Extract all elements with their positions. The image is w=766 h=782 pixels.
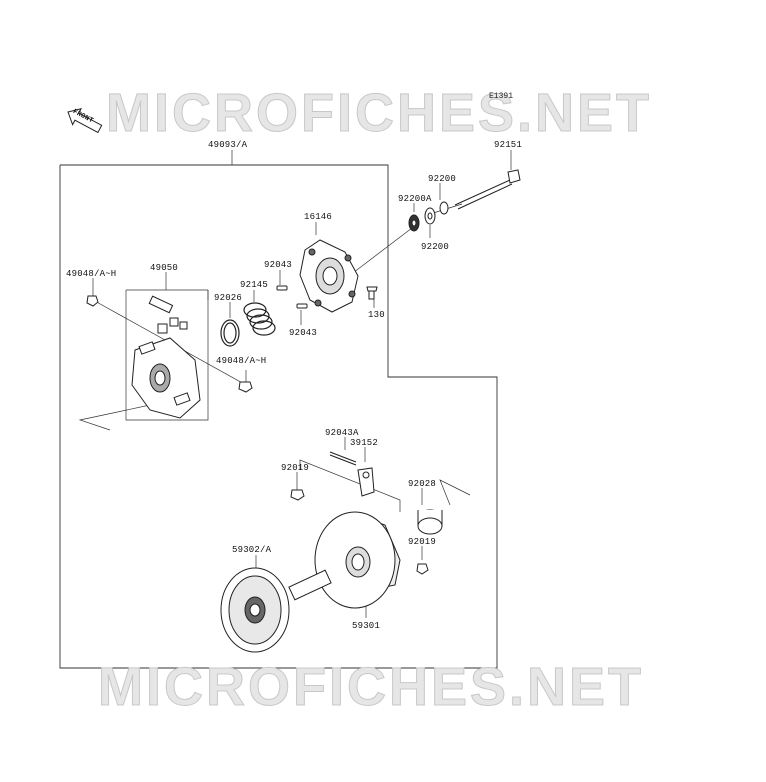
spring-92145 xyxy=(243,302,276,336)
part-label-92028[interactable]: 92028 xyxy=(408,479,437,489)
part-label-49048-bottom[interactable]: 49048/A~H xyxy=(216,356,267,366)
spider-16146 xyxy=(299,239,359,313)
watermark-bottom: MICROFICHES.NET xyxy=(97,657,645,718)
nut-49048 xyxy=(86,295,253,393)
weight-set-49050 xyxy=(148,295,188,334)
assembly-frame xyxy=(59,164,498,669)
pin-92043 xyxy=(276,285,378,309)
sheave-59301 xyxy=(314,511,401,609)
part-label-59302A[interactable]: 59302/A xyxy=(232,545,272,555)
part-label-49048-top[interactable]: 49048/A~H xyxy=(66,269,117,279)
sheave-59302 xyxy=(220,567,332,653)
part-label-92200-bottom[interactable]: 92200 xyxy=(421,242,450,252)
bolt-92151 xyxy=(454,169,521,210)
part-label-49093A[interactable]: 49093/A xyxy=(208,140,248,150)
part-label-92200A[interactable]: 92200A xyxy=(398,194,432,204)
part-label-92043A[interactable]: 92043A xyxy=(325,428,359,438)
part-label-59301[interactable]: 59301 xyxy=(352,621,381,631)
part-label-49050[interactable]: 49050 xyxy=(150,263,179,273)
roller-39152 xyxy=(357,467,375,497)
part-label-92145[interactable]: 92145 xyxy=(240,280,269,290)
ring-92026 xyxy=(220,319,240,347)
part-label-39152[interactable]: 39152 xyxy=(350,438,379,448)
part-label-92151[interactable]: 92151 xyxy=(494,140,523,150)
part-label-92019-left[interactable]: 92019 xyxy=(281,463,310,473)
front-arrow-icon xyxy=(67,107,103,134)
part-label-130[interactable]: 130 xyxy=(368,310,385,320)
watermark-top: MICROFICHES.NET xyxy=(105,83,653,144)
bushing-92028 xyxy=(417,509,443,535)
cover-49093 xyxy=(131,337,201,419)
part-label-92043-top[interactable]: 92043 xyxy=(264,260,293,270)
part-label-92019-right[interactable]: 92019 xyxy=(408,537,437,547)
part-label-92043-bottom[interactable]: 92043 xyxy=(289,328,318,338)
nut-92019 xyxy=(290,489,429,575)
part-label-92026[interactable]: 92026 xyxy=(214,293,243,303)
pin-92043A xyxy=(329,451,357,466)
part-label-16146[interactable]: 16146 xyxy=(304,212,333,222)
washer-92200 xyxy=(408,201,449,232)
part-label-92200-top[interactable]: 92200 xyxy=(428,174,457,184)
diagram-reference: E1391 xyxy=(489,92,514,101)
